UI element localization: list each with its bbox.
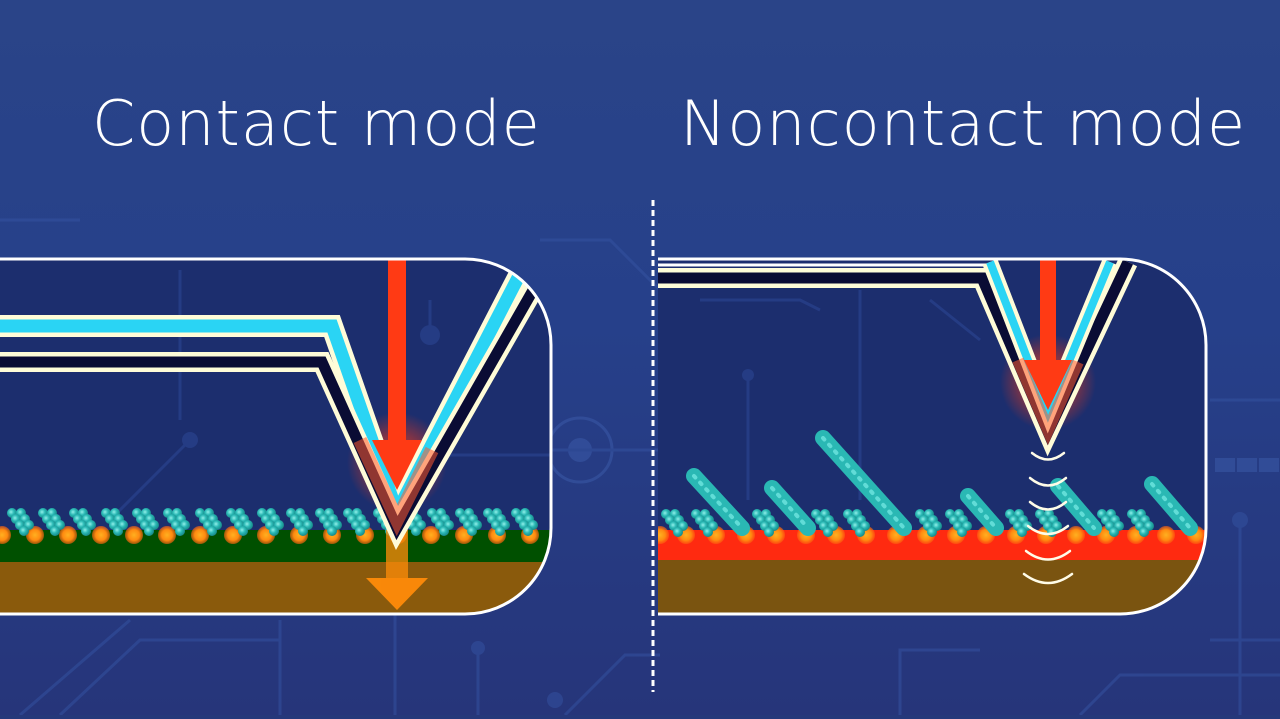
noncontact-panel-border <box>658 257 1208 616</box>
circuit-pattern <box>0 218 1280 717</box>
contact-mode-title: Contact mode <box>92 87 541 160</box>
contact-mode-panel <box>0 257 553 616</box>
cantilever <box>0 264 549 550</box>
noncontact-mode-panel <box>658 257 1208 616</box>
substrate-brown <box>658 558 1205 613</box>
molecule-chain-highlights <box>692 436 1192 530</box>
substrate-brown <box>0 560 550 613</box>
laser-beam-icon <box>372 260 422 490</box>
laser-beam-icon <box>1024 260 1072 410</box>
interaction-waves-icon <box>1022 451 1074 585</box>
force-arrow-icon <box>366 530 428 610</box>
noncontact-mode-title: Noncontact mode <box>680 87 1247 160</box>
cantilever <box>658 260 1138 457</box>
contact-panel-border <box>0 257 553 616</box>
